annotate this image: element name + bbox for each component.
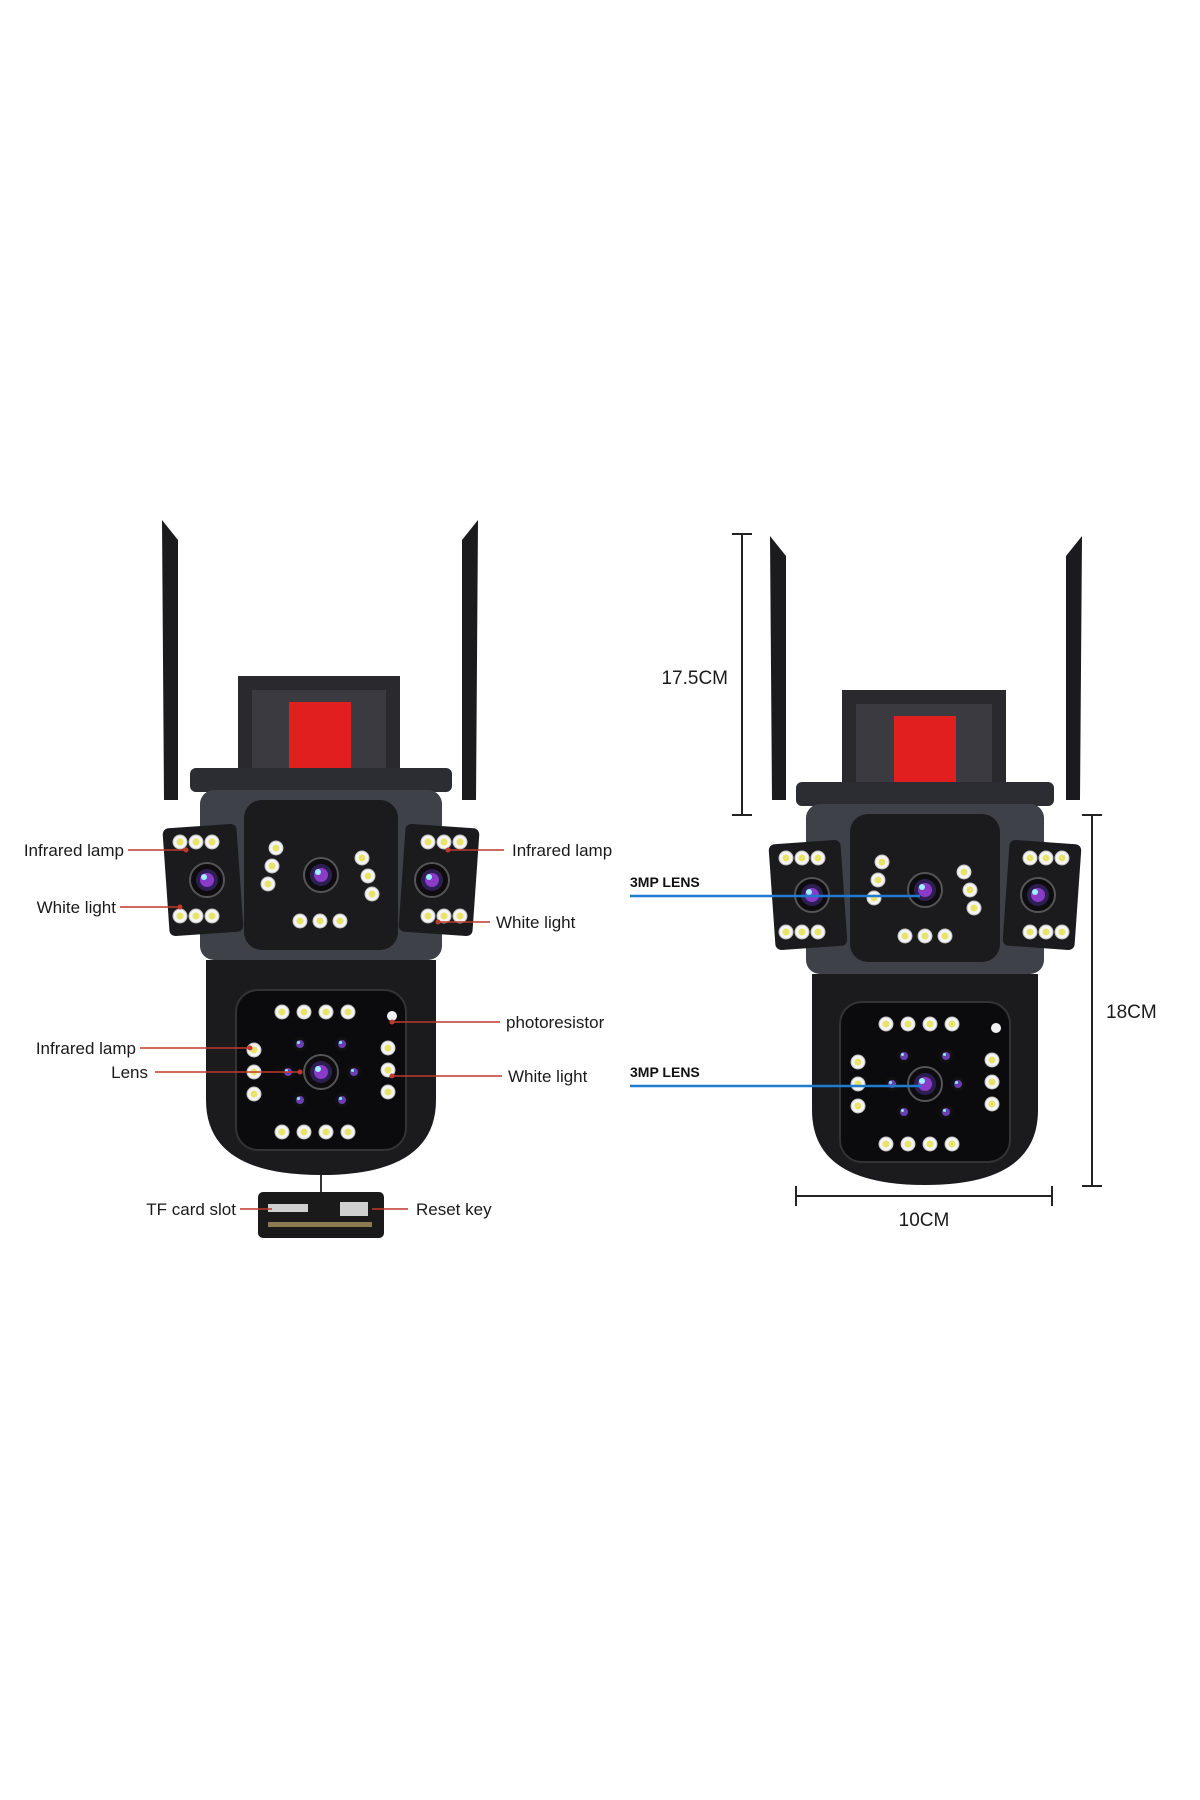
- dimension-width: 10CM: [899, 1210, 950, 1231]
- label-infrared-lamp-right: Infrared lamp: [512, 841, 612, 860]
- dimension-lines: [732, 533, 1102, 1206]
- label-reset-key: Reset key: [416, 1200, 492, 1219]
- mount-red-block: [289, 702, 351, 768]
- antenna-right: [462, 520, 478, 800]
- antenna-right: [1066, 536, 1082, 800]
- label-lens: Lens: [111, 1063, 148, 1082]
- mount-red-block: [894, 716, 956, 782]
- dimension-top-height: 17.5CM: [661, 668, 728, 689]
- left-callout-dots: [177, 847, 451, 1079]
- right-camera: [768, 536, 1082, 1185]
- label-white-light-left: White light: [37, 898, 117, 917]
- label-infrared-lamp-lower: Infrared lamp: [36, 1039, 136, 1058]
- antenna-left: [162, 520, 178, 800]
- side-module-left: [162, 823, 244, 937]
- label-tf-card-slot: TF card slot: [146, 1200, 236, 1219]
- top-shell: [190, 768, 452, 792]
- label-infrared-lamp-left: Infrared lamp: [24, 841, 124, 860]
- side-module-right: [1002, 840, 1082, 950]
- label-white-light-lower: White light: [508, 1067, 588, 1086]
- antenna-left: [770, 536, 786, 800]
- label-photoresistor: photoresistor: [506, 1013, 605, 1032]
- label-white-light-right: White light: [496, 913, 576, 932]
- dimension-body-height: 18CM: [1106, 1002, 1157, 1023]
- left-camera: [162, 520, 480, 1238]
- label-3mp-lens-top: 3MP LENS: [630, 874, 700, 890]
- lens-callouts: [630, 894, 922, 1088]
- label-3mp-lens-bottom: 3MP LENS: [630, 1064, 700, 1080]
- side-module-right: [398, 823, 480, 937]
- left-callouts: [120, 849, 504, 1210]
